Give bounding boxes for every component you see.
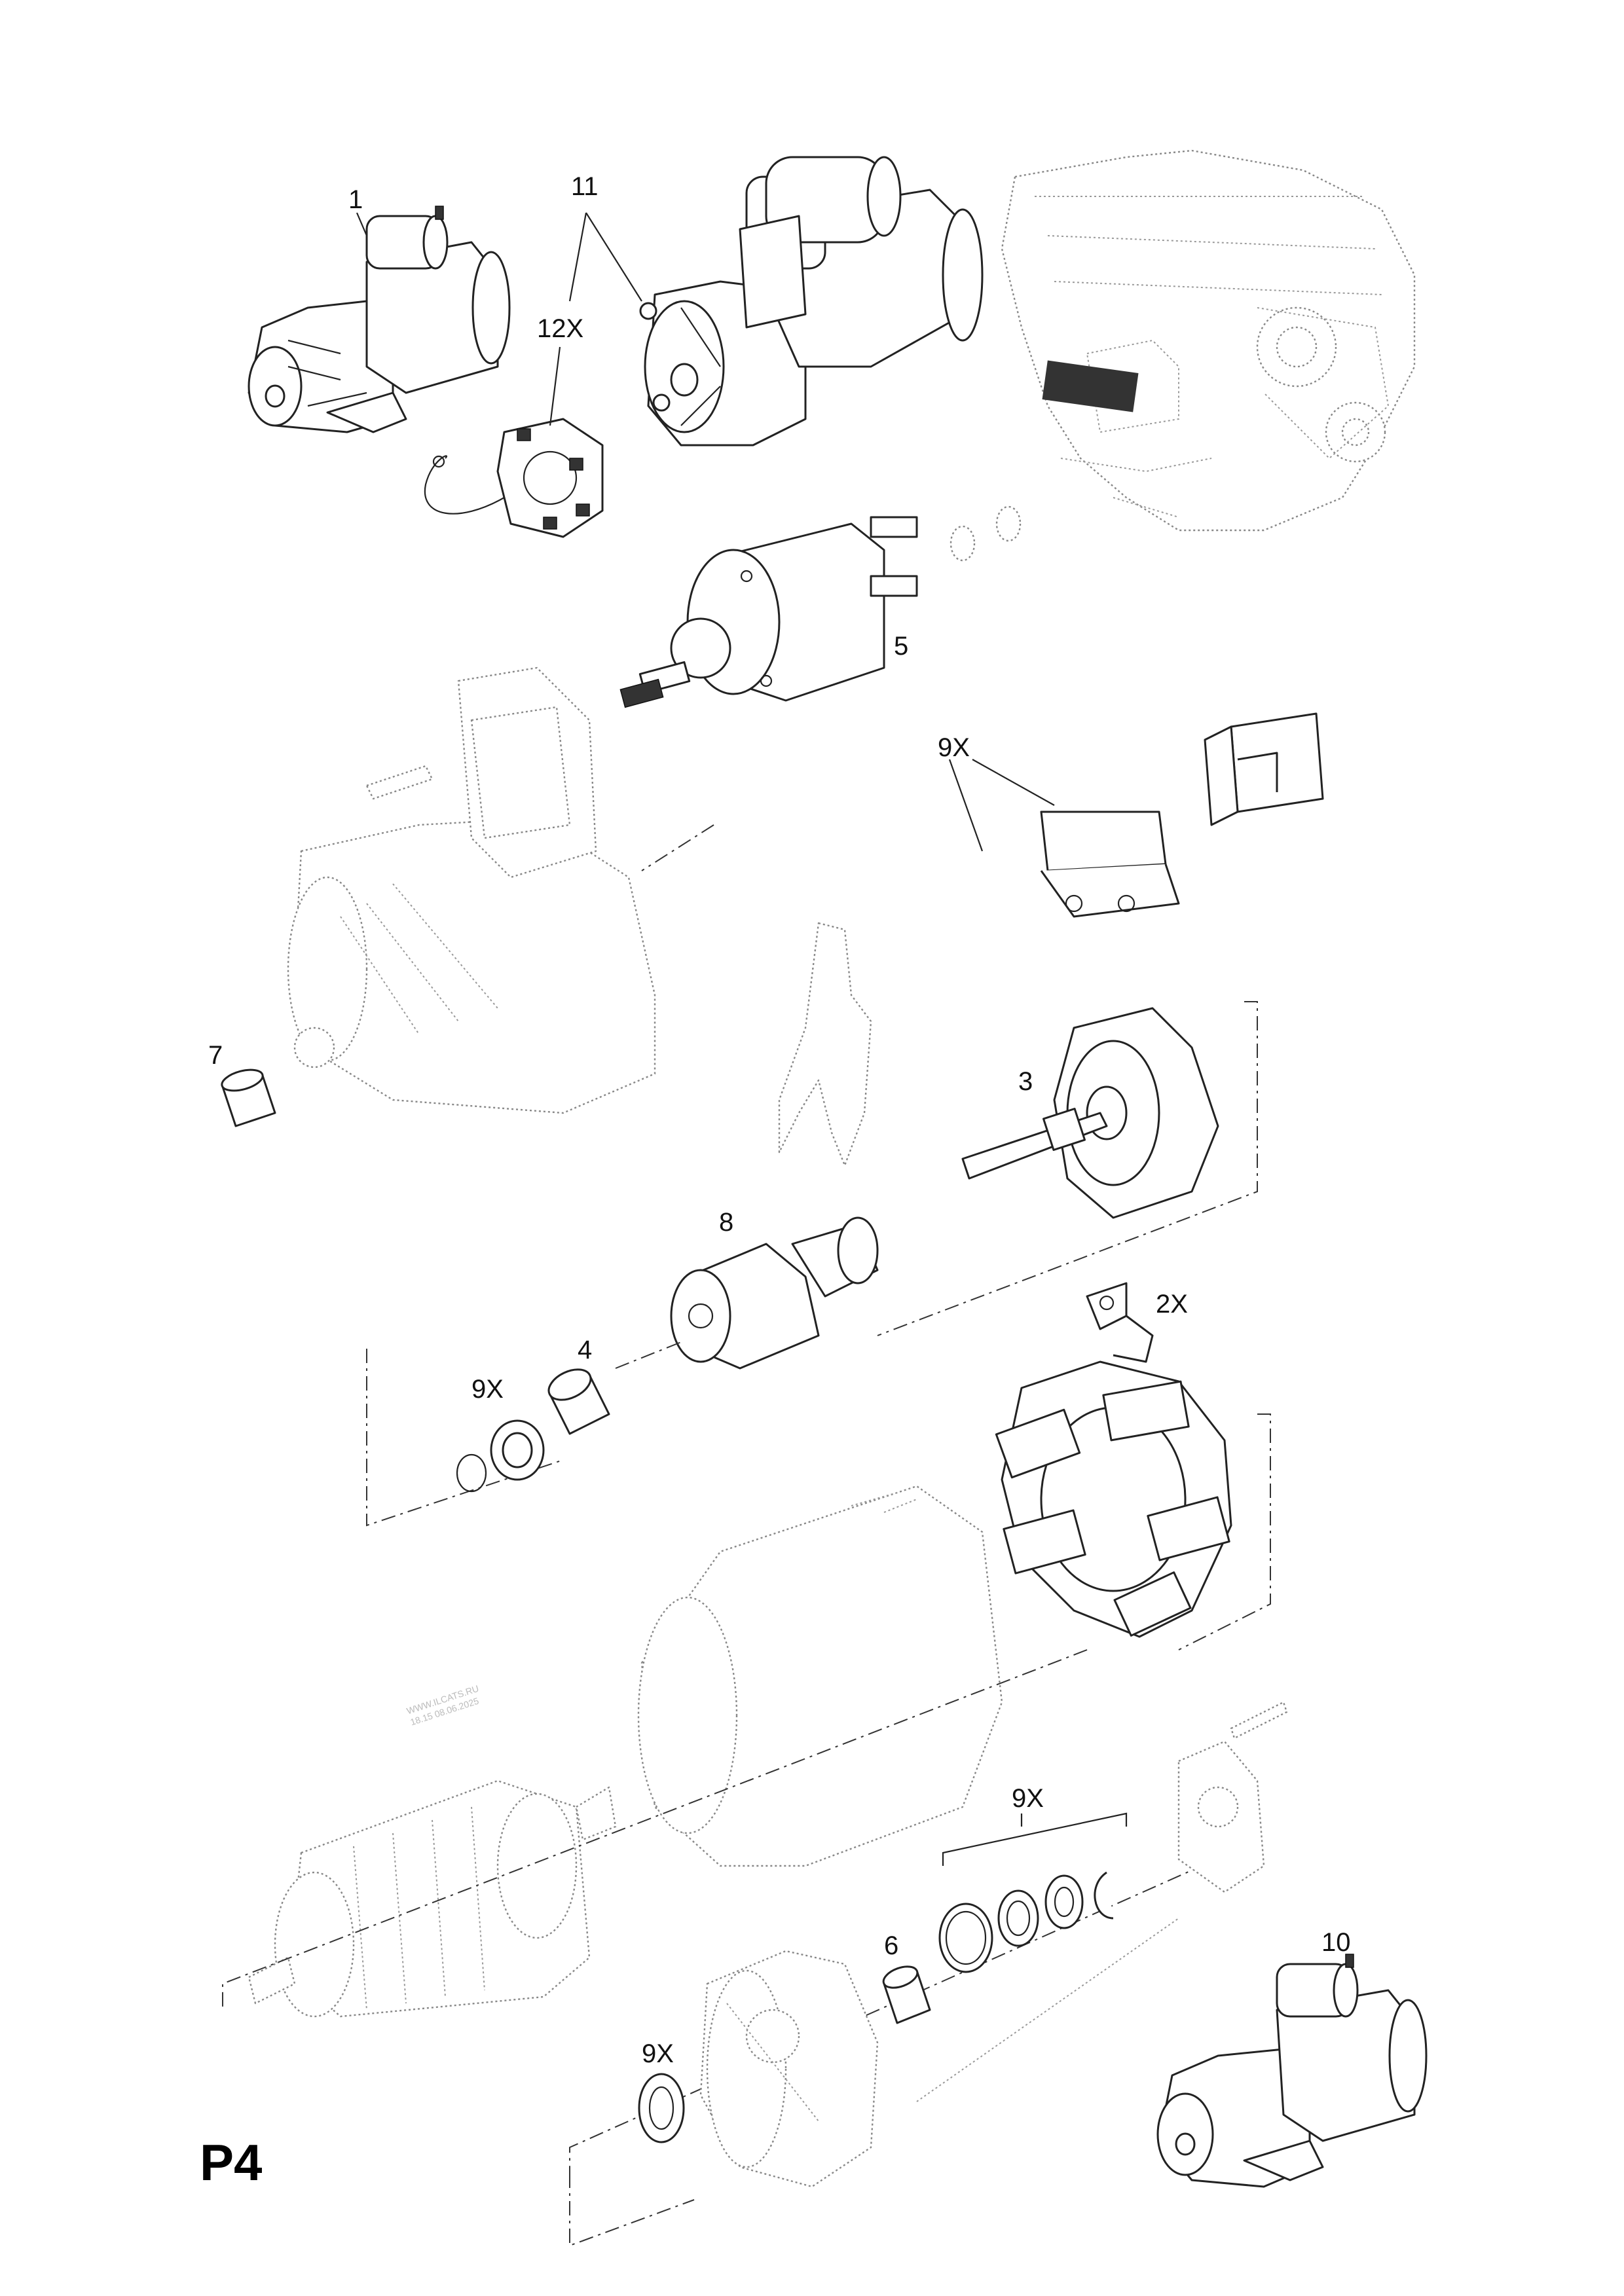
starter-motor-1[interactable]: [248, 206, 511, 433]
callout-6: 6: [884, 1931, 898, 1960]
axis-line: [222, 1649, 1088, 2010]
commutator-end-shield-ghost: [699, 1950, 879, 2188]
callout-11: 11: [571, 172, 599, 201]
axis-line-lower: [569, 1852, 1232, 2174]
ring-kit-9x-low[interactable]: [916, 1812, 1179, 2102]
pinion-drive-8[interactable]: [670, 1216, 879, 1370]
group-box-lower: [569, 2174, 695, 2247]
armature-ghost: [248, 1779, 617, 2018]
leader-lines: [356, 212, 1055, 1827]
starter-motor-11[interactable]: [639, 156, 984, 446]
callout-8: 8: [719, 1208, 733, 1237]
drive-end-housing-ghost: [287, 666, 714, 1114]
callout-3: 3: [1018, 1067, 1033, 1096]
bushing-6[interactable]: [881, 1963, 931, 2024]
callout-2x: 2X: [1156, 1290, 1188, 1319]
seal-ring-9x-bottom[interactable]: [638, 2073, 685, 2143]
callout-5: 5: [894, 632, 908, 661]
starter-motor-10[interactable]: [1156, 1954, 1428, 2188]
ring-9x-mid[interactable]: [456, 1419, 545, 1493]
end-plate-ghost: [1177, 1701, 1288, 1893]
contact-kit-9x-top[interactable]: [1040, 712, 1324, 918]
bushing-4[interactable]: [544, 1364, 610, 1435]
callout-9x-bottom: 9X: [642, 2039, 674, 2068]
bushing-7[interactable]: [219, 1066, 276, 1127]
brush-plate-assembly[interactable]: [995, 1360, 1271, 1650]
brush-holder-2x[interactable]: [1086, 1282, 1154, 1363]
callout-9x-low: 9X: [1012, 1784, 1044, 1813]
callout-7: 7: [208, 1041, 223, 1070]
brush-plate-12x[interactable]: [424, 418, 604, 538]
callout-9x-mid: 9X: [471, 1375, 504, 1404]
page-label: P4: [200, 2134, 262, 2191]
callout-1: 1: [348, 185, 363, 214]
callout-9x-top: 9X: [938, 733, 970, 762]
shift-lever-ghost: [778, 922, 872, 1167]
solenoid-switch-5[interactable]: [619, 505, 1022, 708]
group-box-left: [366, 1349, 564, 1527]
engine-reference: [1001, 149, 1416, 532]
callout-12x: 12X: [537, 314, 583, 343]
callout-4: 4: [578, 1336, 592, 1364]
yoke-housing-ghost: [637, 1485, 1003, 1867]
drive-end-shield-3[interactable]: [877, 1001, 1258, 1336]
callout-10: 10: [1321, 1928, 1351, 1957]
watermark: WWW.ILCATS.RU 18.15 08.06.2025: [405, 1683, 480, 1728]
